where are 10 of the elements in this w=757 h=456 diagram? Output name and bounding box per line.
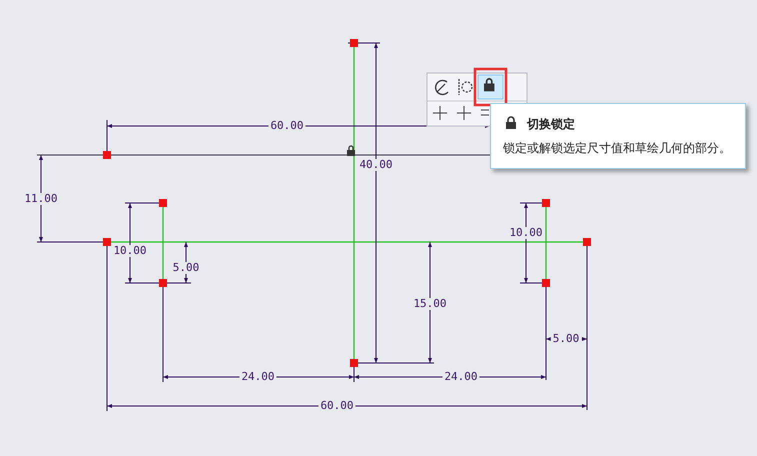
tooltip-title: 切换锁定 <box>527 116 575 133</box>
dimension-value: 5.00 <box>550 333 582 345</box>
tooltip <box>490 103 746 169</box>
dimension-value: 60.00 <box>268 120 306 132</box>
dimension-value: 24.00 <box>239 371 277 383</box>
dimension-value: 40.00 <box>357 159 395 171</box>
dimension-value: 24.00 <box>442 371 480 383</box>
dimension-value: 5.00 <box>170 262 202 274</box>
tooltip-text: 锁定或解锁选定尺寸值和草绘几何的部分。 <box>503 140 731 157</box>
dimension-value: 60.00 <box>318 400 356 412</box>
